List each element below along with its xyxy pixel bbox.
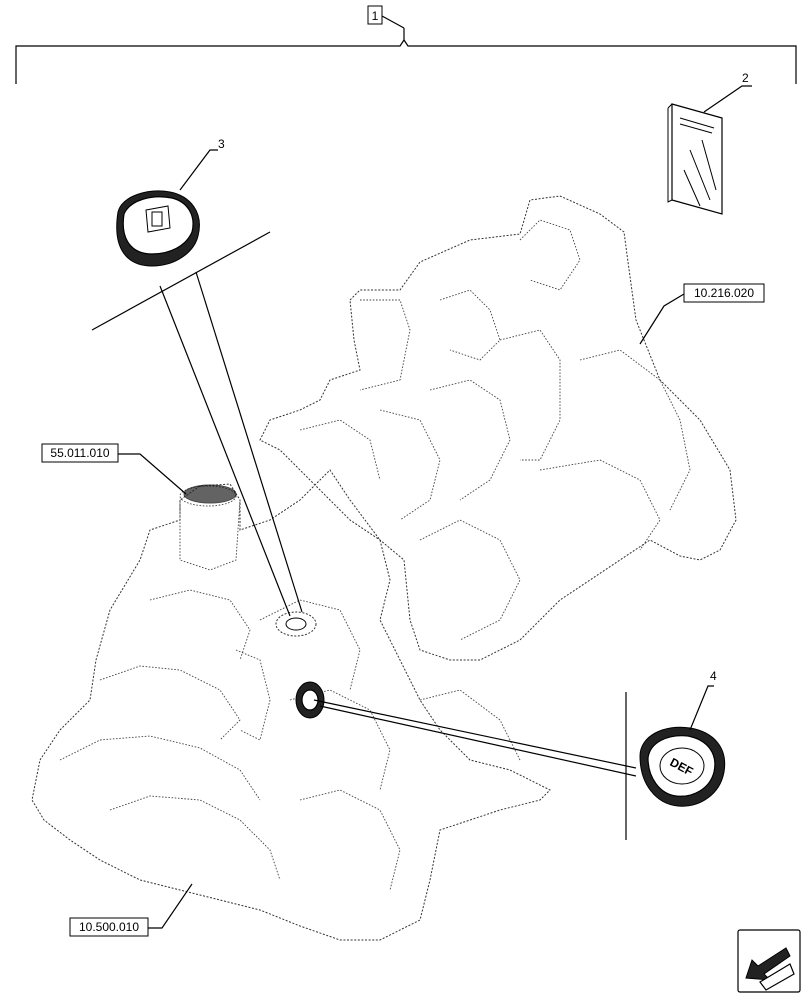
manual-booklet: 2 (667, 71, 752, 215)
callout-1: 1 (372, 9, 379, 23)
view-direction-arrow-icon (737, 929, 801, 993)
fuel-cap: 3 (116, 137, 225, 267)
assembly-bracket: 1 (15, 5, 797, 84)
svg-text:10.216.020: 10.216.020 (694, 286, 754, 300)
leader-lines (91, 231, 637, 840)
svg-text:55.011.010: 55.011.010 (50, 446, 109, 460)
ref-label-left: 55.011.010 (41, 443, 187, 495)
ref-label-bottom: 10.500.010 (69, 883, 193, 937)
ref-label-top-right: 10.216.020 (639, 283, 765, 345)
fuel-def-tank-assembly (31, 195, 737, 941)
svg-text:10.500.010: 10.500.010 (79, 920, 139, 934)
callout-3: 3 (218, 137, 225, 151)
callout-4: 4 (710, 669, 717, 683)
def-cap: DEF 4 (639, 669, 726, 807)
callout-2: 2 (742, 71, 749, 85)
